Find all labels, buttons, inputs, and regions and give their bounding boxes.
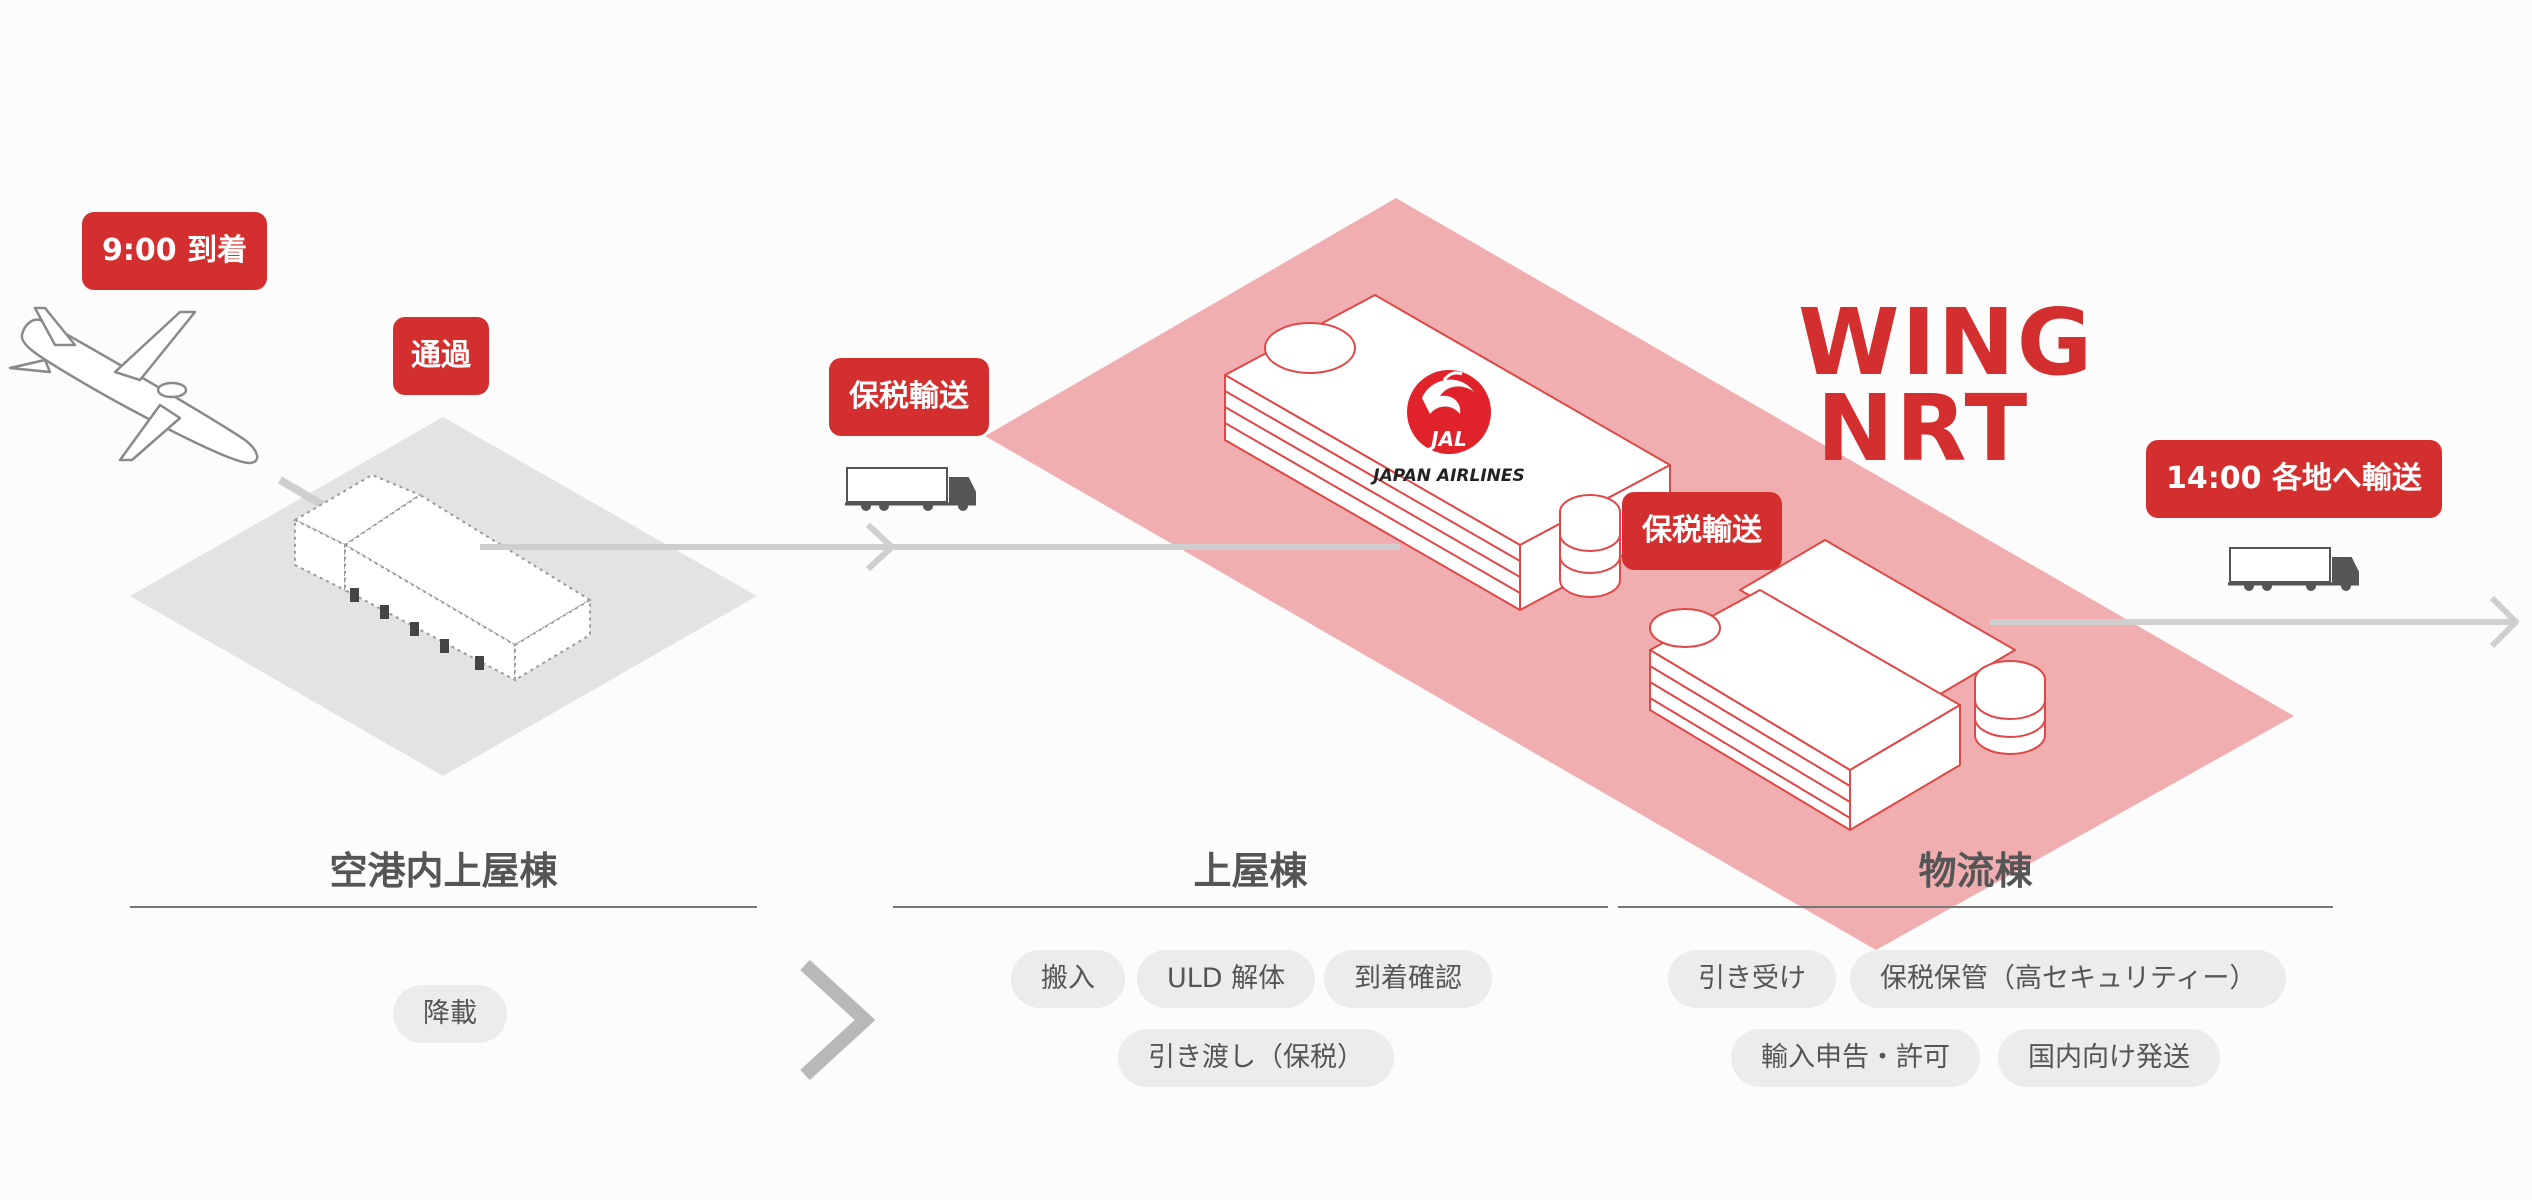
airplane-icon (8, 306, 259, 465)
wing-nrt-title: WING NRT (1798, 289, 2095, 482)
section-title-cargo-shed: 上屋棟 (1193, 849, 1308, 893)
process-chip: 到着確認 (1324, 950, 1492, 1008)
chevron-right-icon (800, 959, 876, 1081)
process-chip: 国内向け発送 (1998, 1029, 2220, 1087)
wing-title-line1: WING (1798, 289, 2095, 396)
process-chip: 保税保管（高セキュリティー） (1850, 950, 2287, 1008)
process-chip: ULD 解体 (1137, 950, 1316, 1008)
process-chip: 搬入 (1011, 950, 1125, 1008)
arrow-head-1 (865, 522, 895, 572)
process-chip: 引き受け (1668, 950, 1836, 1008)
bonded-transport-badge-2: 保税輸送 (1622, 492, 1782, 570)
shed-doors (350, 588, 484, 670)
jal-logo (1407, 370, 1491, 454)
airport-cargo-shed (292, 473, 592, 682)
pass-badge: 通過 (393, 317, 489, 395)
arrow-right-icon (2489, 595, 2519, 649)
process-chip: 降載 (393, 985, 507, 1043)
truck-icon (845, 467, 976, 511)
departure-badge: 14:00 各地へ輸送 (2146, 440, 2442, 518)
jal-logo-text: JAL (1427, 427, 1467, 451)
wing-title-line2: NRT (1816, 375, 2030, 482)
wing-nrt-zone (985, 198, 2294, 950)
process-chip: 引き渡し（保税） (1118, 1029, 1394, 1087)
japan-airlines-wordmark: JAPAN AIRLINES (1373, 466, 1525, 486)
section-title-logistics: 物流棟 (1918, 849, 2033, 893)
bonded-transport-badge-1: 保税輸送 (829, 358, 989, 436)
arrival-badge: 9:00 到着 (82, 212, 268, 290)
logistics-building (1649, 539, 2046, 831)
section-title-airport-shed: 空港内上屋棟 (329, 849, 558, 893)
truck-icon (2228, 547, 2359, 591)
process-chip: 輸入申告・許可 (1731, 1029, 1980, 1087)
